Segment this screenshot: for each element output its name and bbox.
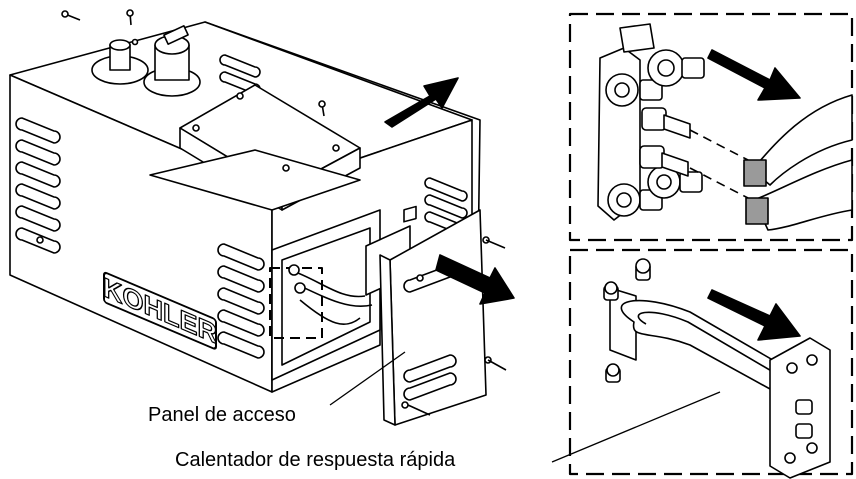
heater-connection-wires	[269, 264, 373, 339]
pressure-relief-valve	[131, 25, 201, 97]
front-vents-right	[217, 243, 265, 359]
callout-leaders	[329, 351, 721, 463]
steam-outlet	[91, 39, 149, 85]
access-panel	[365, 205, 507, 426]
front-vents-left	[15, 117, 61, 254]
arrow-wire-disconnect	[707, 49, 801, 101]
label-quick-heater: Calentador de respuesta rápida	[175, 449, 456, 471]
arrow-access-panel	[435, 254, 515, 305]
arrow-rear-panel	[384, 77, 459, 128]
screws-top	[36, 9, 326, 244]
terminal-connection-lines	[689, 129, 749, 199]
control-box	[149, 84, 361, 211]
arrow-heater-remove	[707, 289, 801, 341]
detail-terminals	[568, 12, 854, 242]
terminal-nuts	[605, 49, 705, 217]
label-access-panel: Panel de acceso	[148, 404, 296, 426]
removal-arrows	[384, 49, 801, 341]
detail-heater	[568, 248, 854, 479]
heater-wire-lead	[743, 94, 853, 231]
